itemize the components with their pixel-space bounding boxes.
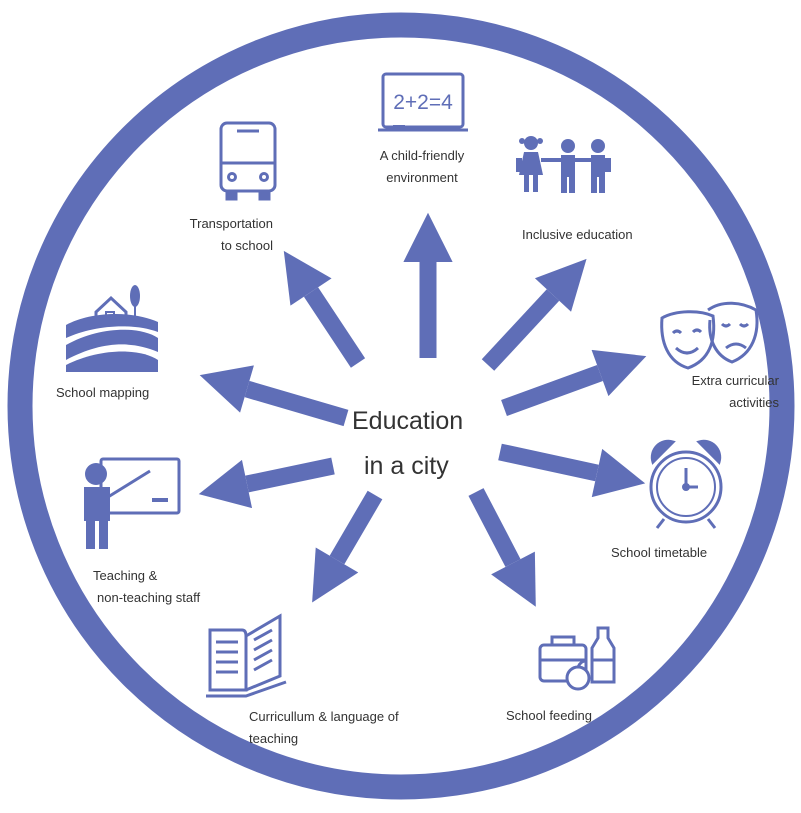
label-curriculum-line2: teaching <box>249 731 299 746</box>
label-timetable-line1: School timetable <box>611 545 708 560</box>
label-extra-line2: activities <box>729 395 779 410</box>
arrow-inclusive <box>481 258 587 371</box>
chalkboard-icon: 2+2=4 <box>378 72 468 132</box>
children-icon <box>516 136 611 193</box>
label-transport: Transportation to school <box>173 213 273 257</box>
label-mapping-line1: School mapping <box>56 385 150 400</box>
arrow-feeding <box>468 488 536 607</box>
arrow-transport <box>283 250 366 368</box>
arrow-mapping <box>199 365 349 427</box>
label-child-friendly-line2: environment <box>386 170 458 185</box>
label-child-friendly: A child-friendly environment <box>366 145 478 189</box>
alarm-clock-icon <box>649 439 723 529</box>
teacher-icon <box>84 457 181 549</box>
bus-icon <box>219 121 277 201</box>
outer-ring <box>7 12 795 800</box>
center-title-line1: Education <box>352 407 464 435</box>
label-child-friendly-line1: A child-friendly <box>379 148 465 163</box>
open-book-icon <box>206 613 287 698</box>
label-transport-line1: Transportation <box>189 216 273 231</box>
center-title-line2: in a city <box>364 452 449 480</box>
label-inclusive: Inclusive education <box>522 224 633 246</box>
label-feeding-line1: School feeding <box>506 708 593 723</box>
label-mapping: School mapping <box>56 382 149 404</box>
label-staff-line1: Teaching & <box>93 568 158 583</box>
label-inclusive-line1: Inclusive education <box>522 227 633 242</box>
lunchbox-icon <box>538 626 616 691</box>
label-extra-curricular: Extra curricular activities <box>669 370 779 414</box>
arrows <box>198 212 647 607</box>
arrow-extra-curricular <box>501 349 647 416</box>
house-hills-icon <box>66 285 158 372</box>
label-transport-line2: to school <box>220 238 273 253</box>
label-staff-line2: non-teaching staff <box>97 590 201 605</box>
arrow-timetable <box>498 443 646 498</box>
label-curriculum: Curricullum & language of teaching <box>249 706 399 750</box>
label-staff: Teaching & non-teaching staff <box>93 565 200 609</box>
label-extra-line1: Extra curricular <box>691 373 779 388</box>
chalkboard-text: 2+2=4 <box>393 91 453 114</box>
arrow-staff <box>198 457 335 509</box>
arrow-curriculum <box>312 490 383 603</box>
label-timetable: School timetable <box>611 542 707 564</box>
theater-masks-icon <box>660 301 759 370</box>
label-feeding: School feeding <box>506 705 592 727</box>
label-curriculum-line1: Curricullum & language of <box>249 709 399 724</box>
